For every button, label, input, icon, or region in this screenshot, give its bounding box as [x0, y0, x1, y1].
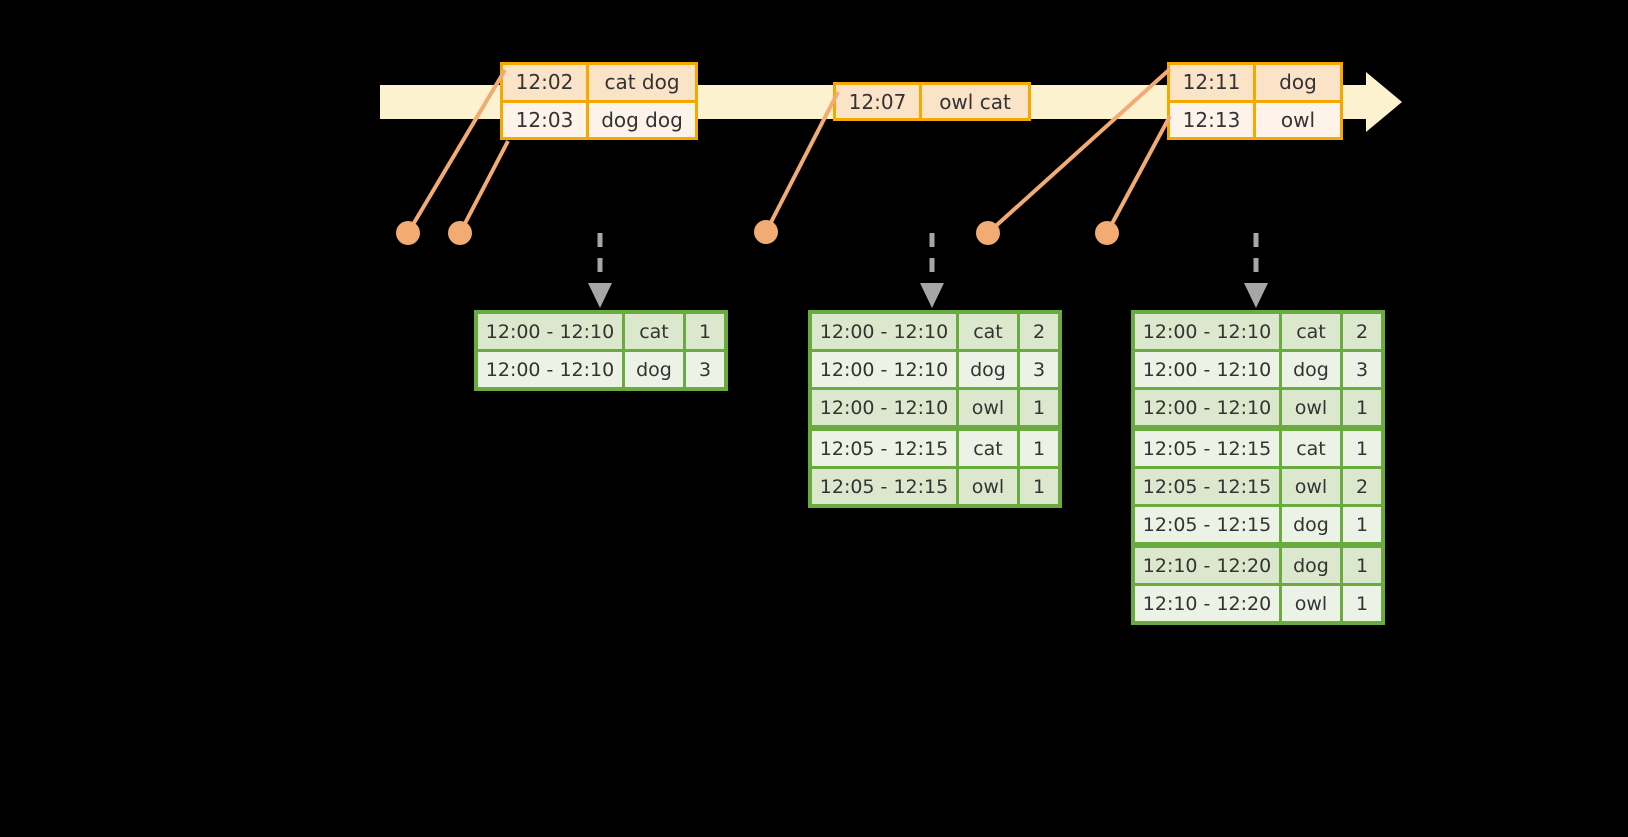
- window-cell: 12:00 - 12:10: [478, 352, 622, 387]
- window-cell: 12:00 - 12:10: [1135, 390, 1279, 425]
- key-cell: owl: [1282, 469, 1340, 504]
- count-cell: 1: [1020, 390, 1058, 425]
- event-text: dog: [1256, 65, 1340, 100]
- event-time: 12:03: [503, 102, 589, 137]
- count-cell: 3: [1343, 352, 1381, 387]
- count-cell: 2: [1343, 314, 1381, 349]
- key-cell: dog: [1282, 507, 1340, 542]
- event-row: 12:11 dog: [1170, 65, 1340, 100]
- event-row: 12:02 cat dog: [503, 65, 695, 100]
- key-cell: owl: [959, 390, 1017, 425]
- event-origin-dot: [396, 221, 420, 245]
- window-cell: 12:00 - 12:10: [812, 352, 956, 387]
- key-cell: dog: [625, 352, 683, 387]
- count-cell: 1: [1343, 548, 1381, 583]
- event-text: owl cat: [922, 85, 1028, 118]
- window-cell: 12:05 - 12:15: [1135, 431, 1279, 466]
- key-cell: dog: [1282, 548, 1340, 583]
- key-cell: dog: [959, 352, 1017, 387]
- event-box-group-2[interactable]: 12:07 owl cat: [833, 82, 1031, 121]
- event-box-group-3[interactable]: 12:11 dog 12:13 owl: [1167, 62, 1343, 140]
- count-cell: 1: [1343, 390, 1381, 425]
- count-cell: 1: [1343, 431, 1381, 466]
- count-cell: 1: [1020, 469, 1058, 504]
- event-row: 12:13 owl: [1170, 99, 1340, 137]
- window-cell: 12:05 - 12:15: [812, 431, 956, 466]
- window-cell: 12:00 - 12:10: [1135, 352, 1279, 387]
- count-cell: 1: [1343, 586, 1381, 621]
- event-origin-dot: [976, 221, 1000, 245]
- event-time: 12:02: [503, 65, 589, 100]
- window-cell: 12:00 - 12:10: [812, 314, 956, 349]
- key-cell: cat: [625, 314, 683, 349]
- key-cell: cat: [1282, 431, 1340, 466]
- window-cell: 12:10 - 12:20: [1135, 548, 1279, 583]
- event-time: 12:11: [1170, 65, 1256, 100]
- event-row: 12:07 owl cat: [836, 85, 1028, 118]
- count-cell: 2: [1343, 469, 1381, 504]
- count-cell: 1: [1020, 431, 1058, 466]
- count-cell: 3: [1020, 352, 1058, 387]
- key-cell: dog: [1282, 352, 1340, 387]
- key-cell: owl: [1282, 390, 1340, 425]
- window-cell: 12:00 - 12:10: [812, 390, 956, 425]
- event-time: 12:13: [1170, 102, 1256, 137]
- event-text: owl: [1256, 102, 1340, 137]
- key-cell: owl: [1282, 586, 1340, 621]
- count-cell: 2: [1020, 314, 1058, 349]
- event-text: dog dog: [589, 102, 695, 137]
- key-cell: cat: [1282, 314, 1340, 349]
- window-cell: 12:05 - 12:15: [1135, 507, 1279, 542]
- window-cell: 12:10 - 12:20: [1135, 586, 1279, 621]
- event-time: 12:07: [836, 85, 922, 118]
- window-cell: 12:05 - 12:15: [812, 469, 956, 504]
- count-cell: 3: [686, 352, 724, 387]
- count-cell: 1: [1343, 507, 1381, 542]
- window-cell: 12:00 - 12:10: [478, 314, 622, 349]
- count-cell: 1: [686, 314, 724, 349]
- key-cell: cat: [959, 431, 1017, 466]
- key-cell: owl: [959, 469, 1017, 504]
- window-cell: 12:00 - 12:10: [1135, 314, 1279, 349]
- event-row: 12:03 dog dog: [503, 99, 695, 137]
- window-cell: 12:05 - 12:15: [1135, 469, 1279, 504]
- event-box-group-1[interactable]: 12:02 cat dog 12:03 dog dog: [500, 62, 698, 140]
- event-origin-dot: [448, 221, 472, 245]
- event-origin-dot: [754, 220, 778, 244]
- event-origin-dot: [1095, 221, 1119, 245]
- event-text: cat dog: [589, 65, 695, 100]
- key-cell: cat: [959, 314, 1017, 349]
- timeline-arrow-head: [1366, 72, 1402, 132]
